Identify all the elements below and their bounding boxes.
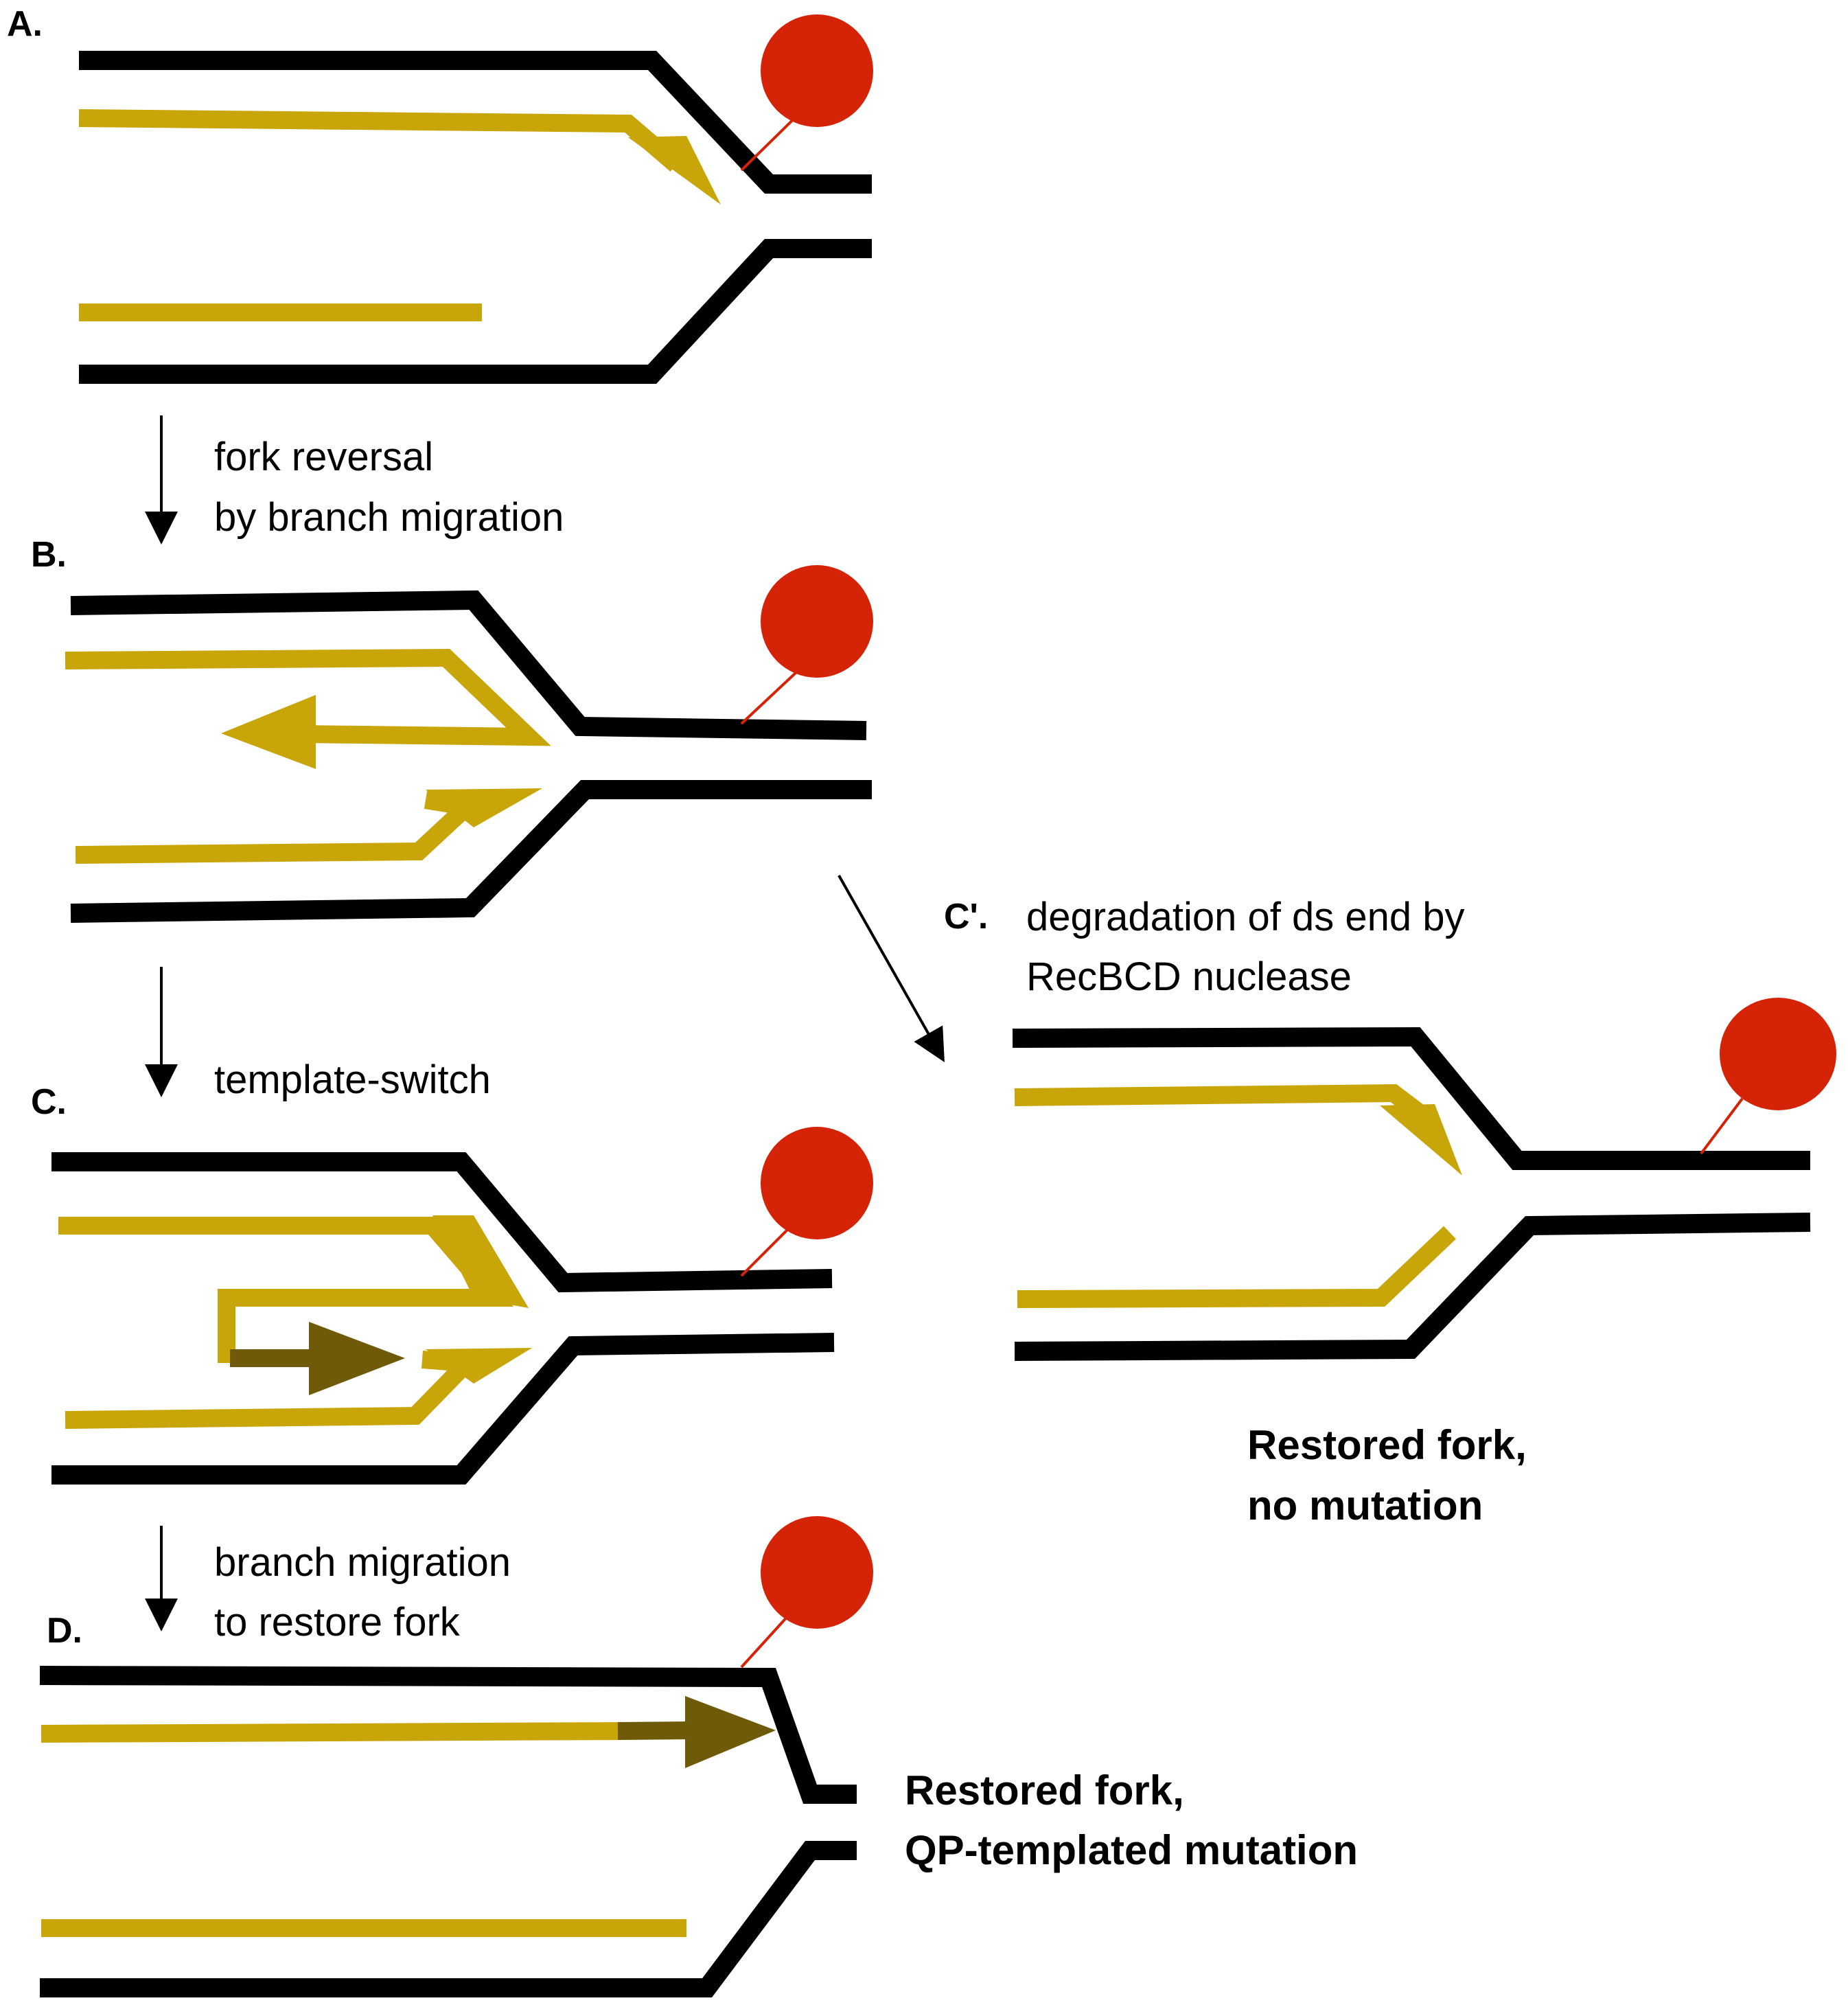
template-strand-top (39, 1666, 857, 1804)
step-a-to-b-line1: fork reversal (214, 435, 433, 479)
step-a-to-b-line2: by branch migration (214, 495, 564, 540)
outcome-d-line1: Restored fork, (905, 1767, 1184, 1813)
regressed-strand-arrowhead (221, 695, 316, 769)
step-a-to-b: fork reversal by branch migration (145, 415, 564, 545)
nascent-strand-arrowhead (628, 136, 721, 205)
nascent-leading-strand (41, 1722, 622, 1743)
template-strand-bottom (79, 239, 872, 384)
blocking-lesion-icon (761, 14, 873, 127)
blocking-lesion-icon (761, 565, 873, 678)
templated-synthesis-arrowhead (685, 1696, 776, 1768)
outcome-d-line2: QP-templated mutation (905, 1827, 1358, 1873)
nascent-lagging-strand (1017, 1226, 1456, 1308)
template-strand-top (1012, 1027, 1810, 1170)
template-strand-bottom (51, 1333, 835, 1485)
template-switch-arrowhead (309, 1322, 405, 1395)
step-b-to-c-prime: degradation of ds end by RecBCD nuclease (838, 875, 1464, 1062)
inner-strand-tip (426, 788, 542, 827)
regressed-nascent-strand-outer (65, 648, 551, 746)
panel-b-label: B. (31, 535, 67, 575)
panel-c-prime: C'. Restored fork, no mutation (944, 897, 1836, 1528)
panel-a-label: A. (7, 4, 43, 44)
nascent-leading-strand (1014, 1084, 1433, 1127)
blocking-lesion-icon (761, 1516, 873, 1629)
blocking-lesion-icon (1720, 998, 1836, 1110)
panel-c-label: C. (31, 1082, 67, 1122)
panel-c-prime-label: C'. (944, 897, 988, 937)
template-strand-bottom (40, 1841, 857, 1997)
regressed-nascent-strand-inner (75, 791, 487, 864)
step-b-to-c-prime-line2: RecBCD nuclease (1026, 954, 1352, 999)
nascent-leading-strand (78, 109, 682, 172)
template-strand-top (79, 51, 872, 194)
step-c-to-d-line1: branch migration (214, 1540, 511, 1585)
step-b-to-c-line1: template-switch (214, 1057, 491, 1102)
step-b-to-c-prime-line1: degradation of ds end by (1026, 895, 1464, 939)
panel-c: C. (31, 1082, 873, 1485)
lesion-stalk (1700, 1097, 1744, 1155)
blocking-lesion-icon (761, 1127, 873, 1239)
outer-strand-tip (432, 1215, 529, 1308)
nascent-strand-arrowhead (1380, 1104, 1462, 1176)
regressed-nascent-strand-inner (65, 1351, 487, 1429)
panel-d: D. Restored fork, QP-templated mutation (39, 1516, 1358, 1997)
outcome-c-prime-line1: Restored fork, (1247, 1422, 1527, 1468)
panel-d-label: D. (47, 1611, 82, 1651)
step-c-to-d-line2: to restore fork (214, 1600, 461, 1645)
template-strand-bottom (1014, 1213, 1811, 1361)
panel-b: B. (31, 535, 873, 923)
step-c-to-d: branch migration to restore fork (145, 1526, 511, 1645)
template-strand-top (51, 1152, 833, 1293)
template-strand-top (70, 590, 867, 740)
template-strand-bottom (70, 780, 872, 923)
step-arrow (838, 875, 945, 1062)
outcome-c-prime-line2: no mutation (1247, 1482, 1483, 1528)
panel-a: A. (7, 4, 873, 384)
inner-strand-tip (426, 1348, 532, 1384)
step-b-to-c: template-switch (145, 967, 491, 1102)
templated-synthesis-segment (617, 1721, 694, 1740)
regressed-nascent-strand-outer (58, 1217, 514, 1363)
